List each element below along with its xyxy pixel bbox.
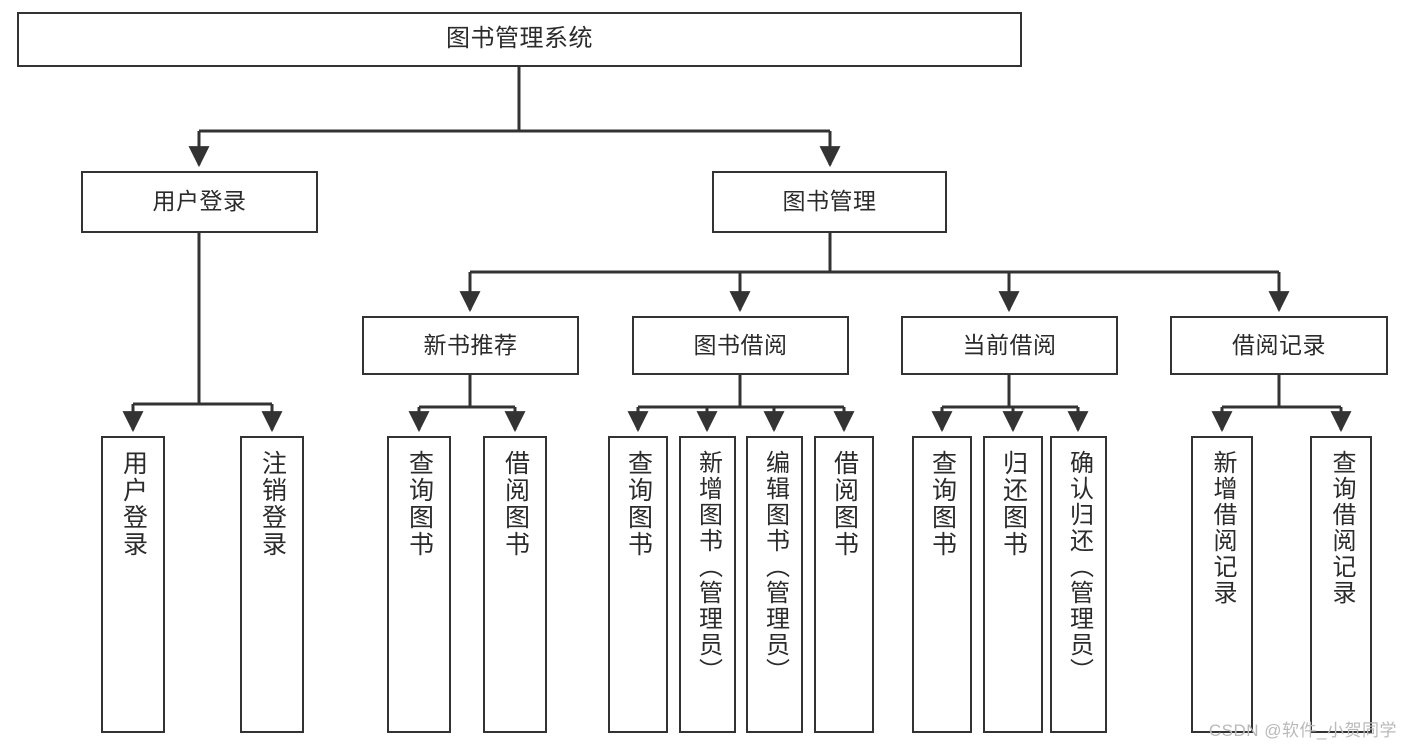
node-leaf-query-book-3-label: 查询图书 (928, 450, 957, 558)
node-root-label: 图书管理系统 (446, 25, 593, 53)
node-leaf-query-book-2-label: 查询图书 (624, 450, 653, 558)
node-leaf-edit-book[interactable]: 编辑图书（管理员） (746, 436, 803, 733)
node-book-manage[interactable]: 图书管理 (712, 171, 947, 233)
node-book-borrow-label: 图书借阅 (693, 331, 788, 358)
node-leaf-user-login[interactable]: 用户登录 (101, 436, 165, 733)
node-leaf-return-book[interactable]: 归还图书 (983, 436, 1043, 733)
node-user-login[interactable]: 用户登录 (81, 171, 318, 233)
node-leaf-borrow-book-1[interactable]: 借阅图书 (483, 436, 547, 733)
node-leaf-edit-book-label: 编辑图书（管理员） (761, 450, 789, 684)
node-borrow-record-label: 借阅记录 (1232, 331, 1326, 358)
edge-group-root (122, 67, 1352, 433)
node-book-borrow[interactable]: 图书借阅 (632, 316, 849, 375)
node-new-book-rec[interactable]: 新书推荐 (362, 316, 579, 375)
node-leaf-return-book-label: 归还图书 (999, 450, 1028, 558)
node-new-book-rec-label: 新书推荐 (423, 331, 518, 358)
node-leaf-user-login-label: 用户登录 (119, 450, 148, 558)
node-current-borrow-label: 当前借阅 (962, 331, 1057, 358)
node-borrow-record[interactable]: 借阅记录 (1170, 316, 1388, 375)
node-leaf-query-book-1[interactable]: 查询图书 (387, 436, 451, 733)
node-leaf-borrow-book-1-label: 借阅图书 (501, 450, 530, 558)
node-book-manage-label: 图书管理 (782, 188, 877, 215)
node-leaf-query-book-2[interactable]: 查询图书 (608, 436, 668, 733)
node-leaf-confirm-return[interactable]: 确认归还（管理员） (1050, 436, 1107, 733)
node-leaf-query-book-1-label: 查询图书 (405, 450, 434, 558)
csdn-watermark: CSDN @软件_小贺同学 (1208, 721, 1397, 740)
node-leaf-borrow-book-2[interactable]: 借阅图书 (814, 436, 874, 733)
node-root[interactable]: 图书管理系统 (17, 12, 1022, 67)
node-leaf-query-book-3[interactable]: 查询图书 (912, 436, 972, 733)
node-leaf-query-record-label: 查询借阅记录 (1328, 450, 1355, 606)
node-user-login-label: 用户登录 (152, 188, 247, 215)
node-leaf-logout[interactable]: 注销登录 (240, 436, 304, 733)
node-leaf-add-record[interactable]: 新增借阅记录 (1191, 436, 1253, 733)
node-current-borrow[interactable]: 当前借阅 (901, 316, 1118, 375)
node-leaf-add-book[interactable]: 新增图书（管理员） (679, 436, 736, 733)
node-leaf-confirm-return-label: 确认归还（管理员） (1065, 450, 1093, 684)
node-leaf-logout-label: 注销登录 (258, 450, 287, 558)
node-leaf-query-record[interactable]: 查询借阅记录 (1310, 436, 1372, 733)
node-leaf-add-record-label: 新增借阅记录 (1209, 450, 1236, 606)
node-leaf-add-book-label: 新增图书（管理员） (694, 450, 722, 684)
node-leaf-borrow-book-2-label: 借阅图书 (830, 450, 859, 558)
